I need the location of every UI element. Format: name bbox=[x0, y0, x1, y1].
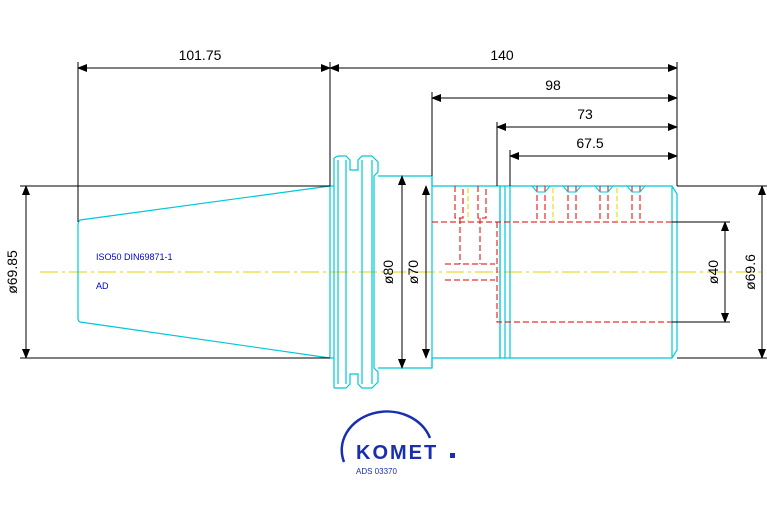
dim-dia-40: ø40 bbox=[705, 260, 721, 284]
flange-outline bbox=[329, 155, 379, 389]
logo-text: KOMET bbox=[356, 442, 438, 464]
dim-101-75: 101.75 bbox=[179, 47, 222, 63]
dim-67-5: 67.5 bbox=[576, 135, 603, 151]
article-code: ADS 03370 bbox=[356, 467, 397, 476]
form-note: AD bbox=[96, 281, 109, 291]
hidden-lines bbox=[432, 186, 672, 323]
dim-dia-69-6: ø69.6 bbox=[742, 254, 758, 290]
thread-lines bbox=[467, 188, 618, 222]
dim-140: 140 bbox=[490, 47, 514, 63]
logo-dot-icon bbox=[450, 453, 455, 458]
chamfer-marks bbox=[531, 185, 646, 193]
taper-outline bbox=[77, 185, 331, 359]
logo-arc-icon bbox=[340, 410, 432, 463]
standard-note: ISO50 DIN69871-1 bbox=[96, 252, 173, 262]
dimension-lines bbox=[20, 62, 767, 369]
komet-logo: KOMET bbox=[340, 410, 455, 464]
dim-73: 73 bbox=[577, 106, 593, 122]
dim-dia-69-85: ø69.85 bbox=[4, 250, 20, 294]
dim-dia-70: ø70 bbox=[405, 260, 421, 284]
dim-dia-80: ø80 bbox=[380, 260, 396, 284]
dim-98: 98 bbox=[545, 77, 561, 93]
